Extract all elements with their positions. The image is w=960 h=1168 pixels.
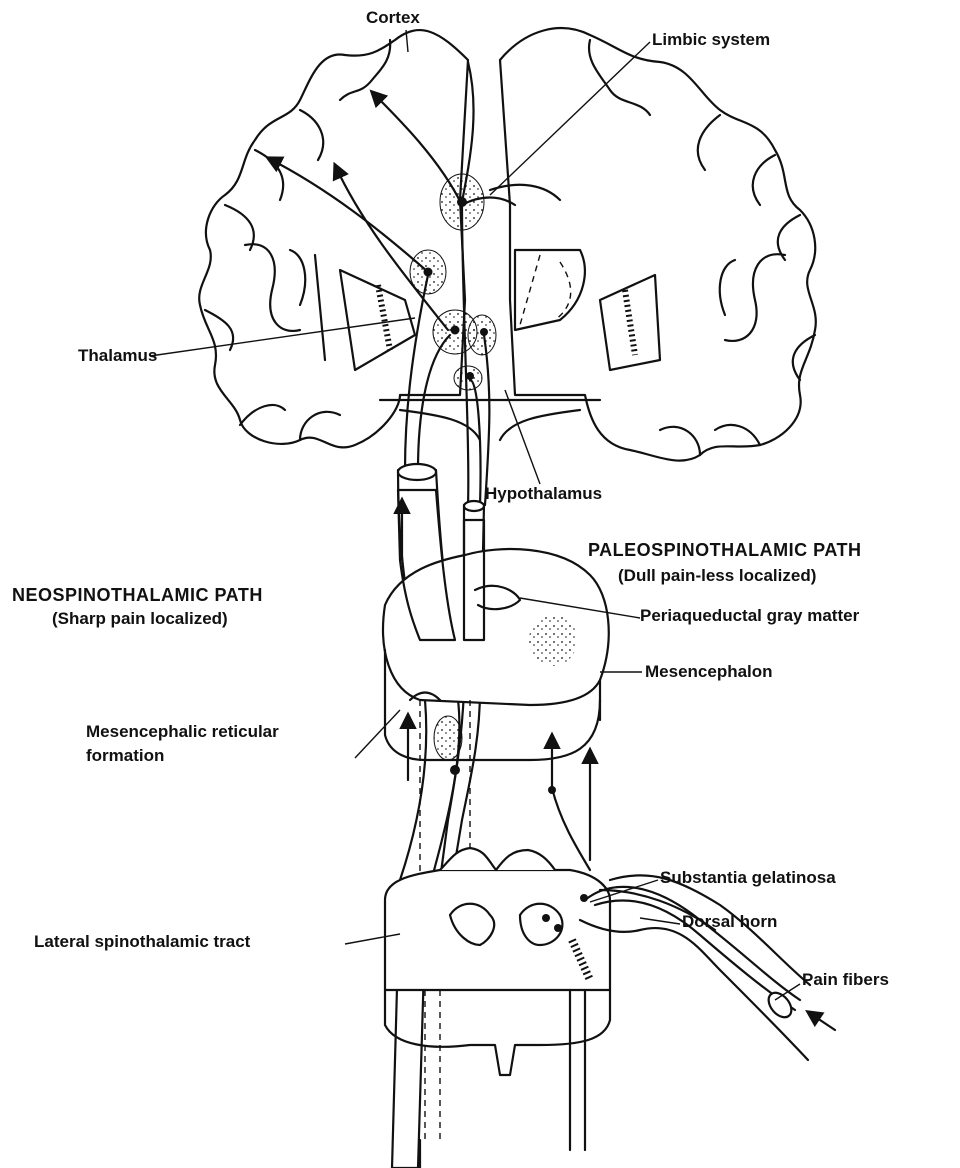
label-substantia-gelatinosa: Substantia gelatinosa [660, 868, 836, 888]
label-hypothalamus: Hypothalamus [485, 484, 602, 504]
label-pain-fibers: Pain fibers [802, 970, 889, 990]
label-paleospinothalamic-path: PALEOSPINOTHALAMIC PATH [588, 540, 862, 560]
label-neospinothalamic-path: NEOSPINOTHALAMIC PATH [12, 585, 263, 605]
label-limbic-system: Limbic system [652, 30, 770, 50]
label-formation: formation [86, 746, 164, 766]
brain-left-hemisphere [199, 30, 468, 447]
label-thalamus: Thalamus [78, 346, 157, 366]
label-neo-subtitle: (Sharp pain localized) [52, 609, 228, 629]
label-cortex: Cortex [366, 8, 420, 28]
label-periaqueductal-gray-matter: Periaqueductal gray matter [640, 606, 859, 626]
label-mesencephalon: Mesencephalon [645, 662, 773, 682]
brain-right-hemisphere [500, 28, 816, 460]
label-mesencephalic-reticular: Mesencephalic reticular [86, 722, 279, 742]
label-dorsal-horn: Dorsal horn [682, 912, 777, 932]
spinal-cord-section [385, 848, 610, 1150]
label-paleo-subtitle: (Dull pain-less localized) [618, 566, 816, 586]
label-lateral-spinothalamic-tract: Lateral spinothalamic tract [34, 932, 250, 952]
